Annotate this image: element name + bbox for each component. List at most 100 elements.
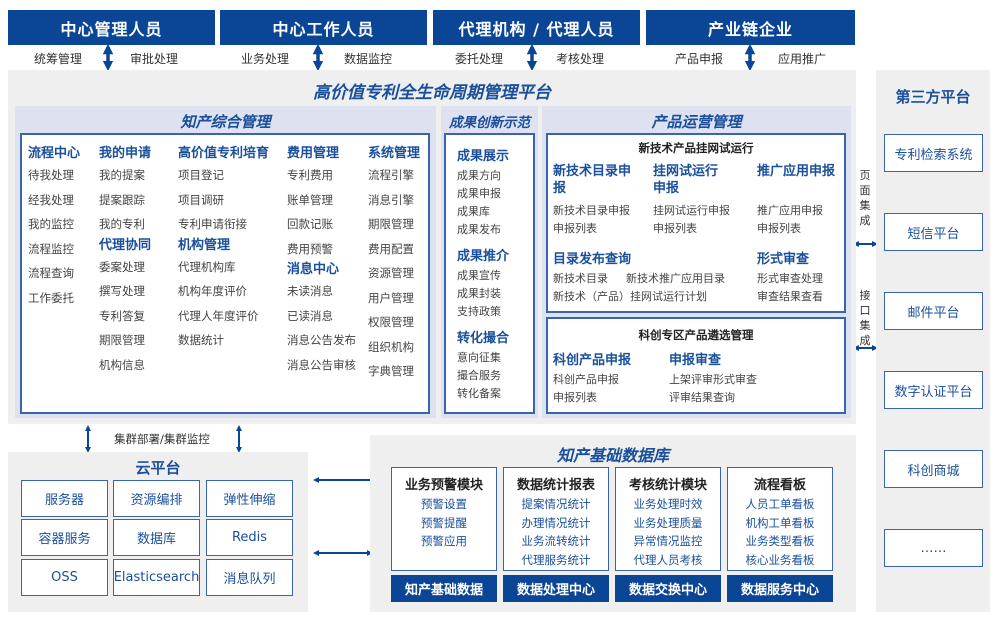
- menu-item[interactable]: 推广应用申报: [757, 204, 823, 217]
- menu-item[interactable]: 新技术推广应用目录: [626, 272, 725, 285]
- kc-selection-box: 科创专区产品遴选管理 科创产品申报 科创产品申报 申报列表 申报审查 上架评审形…: [546, 317, 846, 414]
- module-item: 业务处理时效: [633, 497, 703, 511]
- menu-item[interactable]: 费用配置: [368, 241, 414, 256]
- menu-item[interactable]: 挂网试运行申报: [653, 204, 730, 217]
- group-heading: 系统管理: [368, 146, 421, 161]
- menu-item[interactable]: 撰写处理: [99, 284, 145, 298]
- menu-item[interactable]: 转化备案: [457, 387, 501, 400]
- role-label: 统筹管理: [34, 52, 83, 66]
- cloud-service: 消息队列: [206, 559, 293, 596]
- ip-mgmt-column: 流程中心待我处理经我处理我的监控流程监控流程查询工作委托: [28, 145, 80, 310]
- menu-item[interactable]: 成果方向: [457, 169, 501, 182]
- menu-item[interactable]: 消息公告审核: [287, 357, 356, 372]
- third-party-sms: 短信平台: [884, 213, 983, 251]
- role-label: 考核处理: [556, 52, 605, 66]
- module-item: 预警提醒: [421, 515, 467, 530]
- menu-item[interactable]: 成果库: [457, 205, 490, 218]
- menu-item[interactable]: 撮合服务: [457, 369, 501, 382]
- menu-item[interactable]: 新技术目录申报: [553, 204, 630, 217]
- menu-item[interactable]: 费用预警: [287, 241, 333, 256]
- menu-item[interactable]: 消息引擎: [368, 192, 414, 207]
- menu-item[interactable]: 回款记账: [287, 217, 333, 231]
- menu-item[interactable]: 成果封装: [457, 287, 501, 300]
- menu-item[interactable]: 项目调研: [178, 192, 224, 207]
- menu-item[interactable]: 评审结果查询: [669, 391, 735, 404]
- menu-item[interactable]: 流程查询: [28, 266, 74, 280]
- menu-item[interactable]: 新技术（产品）挂网试运行计划: [553, 290, 707, 303]
- menu-item[interactable]: 账单管理: [287, 192, 333, 207]
- module-item: 办理情况统计: [521, 515, 591, 530]
- menu-item[interactable]: 用户管理: [368, 290, 414, 305]
- menu-item[interactable]: 新技术目录: [553, 272, 608, 285]
- ip-mgmt-column: 费用管理专利费用账单管理回款记账费用预警消息中心未读消息已读消息消息公告发布消息…: [287, 145, 356, 377]
- role-label: 业务处理: [241, 52, 290, 66]
- menu-item[interactable]: 申报列表: [653, 222, 697, 235]
- menu-item[interactable]: 流程引擎: [368, 168, 414, 182]
- ip-mgmt-column: 我的申请我的提案提案跟踪我的专利代理协同委案处理撰写处理专利答复期限管理机构信息: [99, 145, 151, 377]
- cloud-service: 容器服务: [21, 519, 108, 556]
- menu-item[interactable]: 数据统计: [178, 333, 224, 347]
- menu-item[interactable]: 申报列表: [553, 222, 597, 235]
- menu-item[interactable]: 支持政策: [457, 305, 501, 318]
- menu-item[interactable]: 代理人年度评价: [178, 308, 259, 323]
- menu-item[interactable]: 项目登记: [178, 168, 224, 182]
- menu-item[interactable]: 成果发布: [457, 223, 501, 236]
- cloud-service: Elasticsearch: [113, 559, 200, 596]
- database-module: 业务预警模块预警设置预警提醒预警应用: [391, 467, 497, 571]
- module-item: 异常情况监控: [633, 534, 703, 548]
- menu-item[interactable]: 经我处理: [28, 192, 74, 207]
- menu-item[interactable]: 已读消息: [287, 308, 333, 323]
- menu-item[interactable]: 权限管理: [368, 315, 414, 329]
- group-trial-apply: 挂网试运行申报 挂网试运行申报 申报列表: [653, 163, 730, 238]
- third-party-mall: 科创商城: [884, 450, 983, 488]
- menu-item[interactable]: 我的提案: [99, 168, 145, 182]
- group-heading: 科创产品申报: [553, 353, 632, 368]
- group-heading: 形式审查: [757, 252, 810, 267]
- menu-item[interactable]: 未读消息: [287, 284, 333, 298]
- role-label: 产品申报: [675, 52, 724, 66]
- module-item: 人员工单看板: [745, 497, 815, 511]
- database-title: 知产基础数据库: [556, 446, 669, 465]
- module-item: 业务类型看板: [745, 534, 815, 548]
- menu-item[interactable]: 上架评审形式审查: [669, 373, 757, 386]
- database-module: 考核统计模块业务处理时效业务处理质量异常情况监控代理人员考核: [615, 467, 721, 571]
- menu-item[interactable]: 科创产品申报: [553, 373, 619, 386]
- menu-item[interactable]: 我的专利: [99, 217, 145, 231]
- menu-item[interactable]: 期限管理: [368, 217, 414, 231]
- menu-item[interactable]: 成果宣传: [457, 269, 501, 282]
- platform-title: 高价值专利全生命周期管理平台: [313, 83, 551, 103]
- cloud-service: 服务器: [21, 480, 108, 517]
- menu-item[interactable]: 审查结果查看: [757, 290, 823, 303]
- menu-item[interactable]: 申报列表: [757, 222, 801, 235]
- menu-item[interactable]: 组织机构: [368, 339, 414, 354]
- menu-item[interactable]: 申报列表: [553, 391, 597, 404]
- menu-item[interactable]: 机构信息: [99, 357, 145, 372]
- menu-item[interactable]: 代理机构库: [178, 259, 236, 274]
- menu-item[interactable]: 提案跟踪: [99, 192, 145, 207]
- menu-item[interactable]: 专利答复: [99, 308, 145, 323]
- group-heading: 高价值专利培育: [178, 146, 270, 161]
- cluster-label: 集群部署/集群监控: [114, 432, 210, 446]
- menu-item[interactable]: 意向征集: [457, 351, 501, 364]
- group-heading: 流程中心: [28, 146, 81, 161]
- menu-item[interactable]: 流程监控: [28, 241, 74, 256]
- menu-item[interactable]: 字典管理: [368, 364, 414, 378]
- menu-item[interactable]: 成果申报: [457, 187, 501, 200]
- menu-item[interactable]: 消息公告发布: [287, 333, 356, 347]
- third-party-title: 第三方平台: [895, 88, 971, 106]
- menu-item[interactable]: 我的监控: [28, 217, 74, 231]
- menu-item[interactable]: 机构年度评价: [178, 284, 247, 298]
- module-item: 核心业务看板: [745, 552, 815, 567]
- menu-item[interactable]: 专利费用: [287, 168, 333, 182]
- menu-item[interactable]: 待我处理: [28, 168, 74, 182]
- menu-item[interactable]: 专利申请衔接: [178, 217, 247, 231]
- menu-item[interactable]: 资源管理: [368, 266, 414, 280]
- group-heading: 推广应用申报: [757, 164, 836, 179]
- module-item: 预警应用: [421, 534, 467, 548]
- menu-item[interactable]: 委案处理: [99, 259, 145, 274]
- menu-item[interactable]: 形式审查处理: [757, 272, 823, 285]
- menu-item[interactable]: 工作委托: [28, 290, 74, 305]
- group-kc-apply: 科创产品申报 科创产品申报 申报列表: [553, 349, 631, 407]
- menu-item[interactable]: 期限管理: [99, 333, 145, 347]
- role-label: 委托处理: [455, 52, 504, 66]
